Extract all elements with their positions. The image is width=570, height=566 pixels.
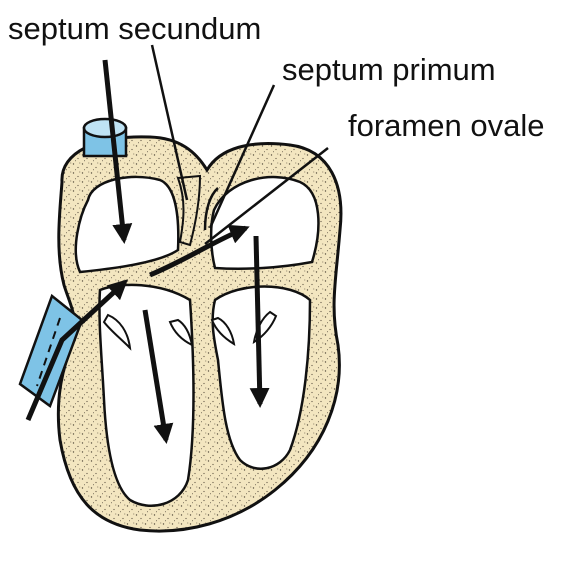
label-septum-primum: septum primum xyxy=(282,52,496,87)
superior-vena-cava xyxy=(84,119,126,156)
right-atrium xyxy=(76,177,179,272)
label-septum-secundum: septum secundum xyxy=(8,11,261,46)
label-foramen-ovale: foramen ovale xyxy=(348,108,544,143)
